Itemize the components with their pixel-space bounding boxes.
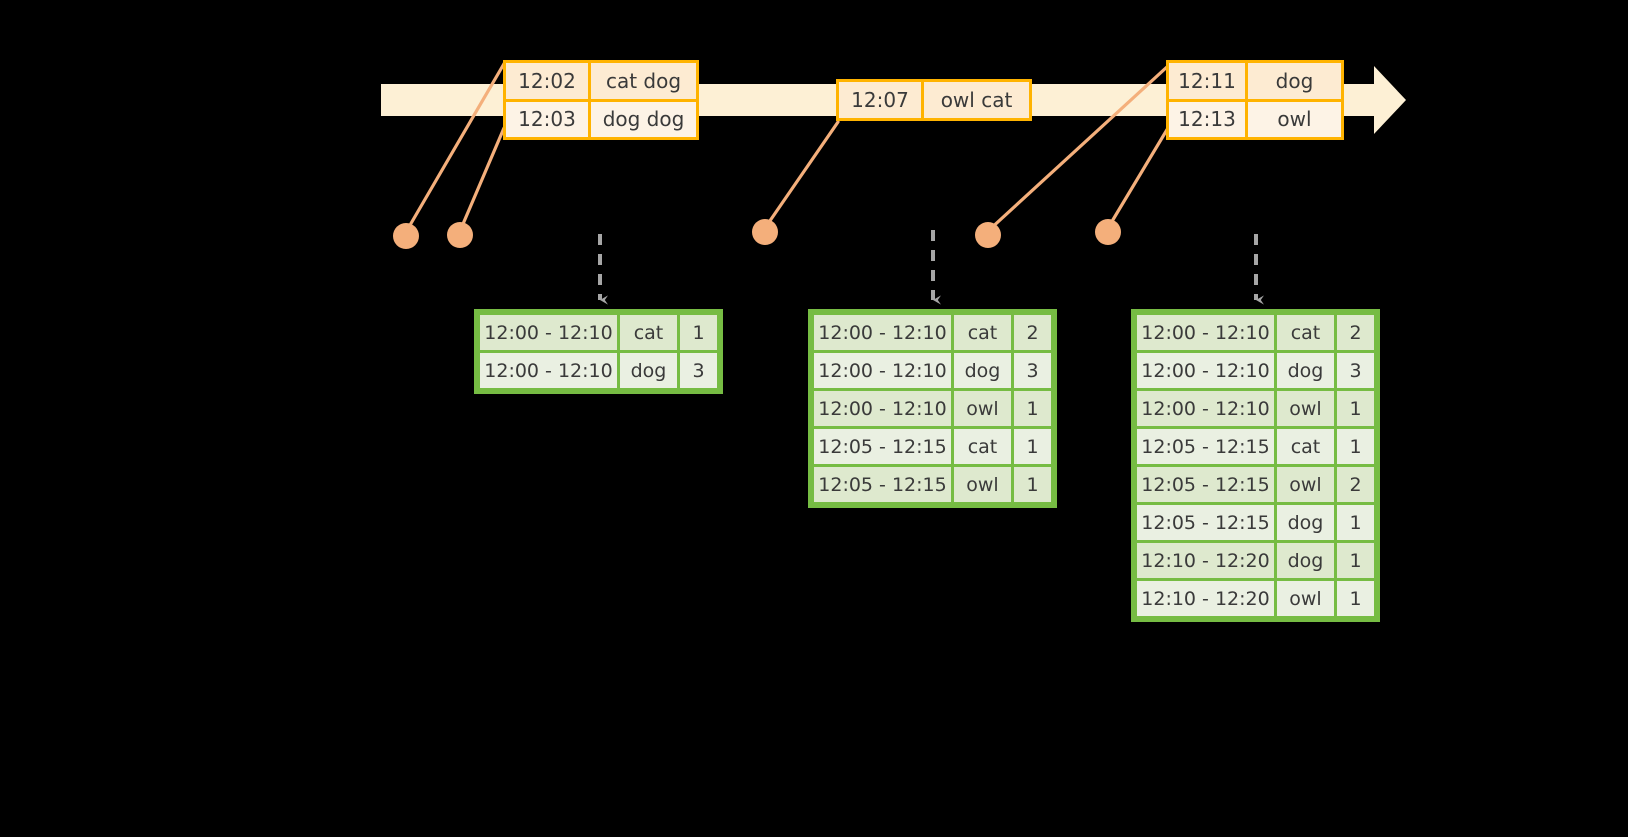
marker-dot-4 [975, 222, 1001, 248]
cell-word: owl [1277, 391, 1334, 426]
emit-arrows [598, 230, 1264, 305]
cell-window: 12:00 - 12:10 [814, 353, 951, 388]
table-row[interactable]: 12:00 - 12:10 dog 3 [814, 353, 1051, 388]
table-row[interactable]: 12:10 - 12:20 owl 1 [1137, 581, 1374, 616]
cell-window: 12:05 - 12:15 [1137, 505, 1274, 540]
cell-word: dog [1277, 543, 1334, 578]
cell-window: 12:00 - 12:10 [814, 315, 951, 350]
marker-dots [393, 219, 1121, 249]
cell-count: 3 [1014, 353, 1051, 388]
result-table-1[interactable]: 12:00 - 12:10 cat 1 12:00 - 12:10 dog 3 [474, 309, 723, 394]
event-row[interactable]: 12:02 cat dog [506, 63, 696, 99]
cell-window: 12:00 - 12:10 [814, 391, 951, 426]
cell-word: cat [1277, 429, 1334, 464]
cell-word: dog [620, 353, 677, 388]
cell-count: 2 [1337, 467, 1374, 502]
cell-word: owl [954, 467, 1011, 502]
event-time: 12:11 [1178, 68, 1236, 93]
cell-count: 1 [1014, 391, 1051, 426]
cell-word: cat [620, 315, 677, 350]
cell-window: 12:00 - 12:10 [1137, 353, 1274, 388]
event-time: 12:03 [518, 107, 576, 132]
cell-count: 2 [1337, 315, 1374, 350]
marker-dot-3 [752, 219, 778, 245]
cell-window: 12:00 - 12:10 [480, 315, 617, 350]
cell-word: cat [954, 429, 1011, 464]
table-row[interactable]: 12:05 - 12:15 owl 1 [814, 467, 1051, 502]
table-row[interactable]: 12:05 - 12:15 owl 2 [1137, 467, 1374, 502]
event-time: 12:07 [851, 88, 909, 112]
cell-window: 12:10 - 12:20 [1137, 543, 1274, 578]
cell-word: owl [1277, 581, 1334, 616]
cell-window: 12:10 - 12:20 [1137, 581, 1274, 616]
table-row[interactable]: 12:05 - 12:15 cat 1 [814, 429, 1051, 464]
cell-count: 1 [1337, 581, 1374, 616]
table-row[interactable]: 12:00 - 12:10 dog 3 [1137, 353, 1374, 388]
event-group-3[interactable]: 12:11 dog 12:13 owl [1166, 60, 1344, 140]
cell-word: owl [1277, 467, 1334, 502]
cell-count: 1 [680, 315, 717, 350]
cell-count: 3 [1337, 353, 1374, 388]
table-row[interactable]: 12:05 - 12:15 dog 1 [1137, 505, 1374, 540]
event-row[interactable]: 12:13 owl [1169, 98, 1341, 137]
cell-count: 1 [1337, 391, 1374, 426]
cell-window: 12:00 - 12:10 [480, 353, 617, 388]
marker-dot-2 [447, 222, 473, 248]
result-table-3[interactable]: 12:00 - 12:10 cat 2 12:00 - 12:10 dog 3 … [1131, 309, 1380, 622]
cell-count: 1 [1337, 429, 1374, 464]
cell-window: 12:05 - 12:15 [1137, 467, 1274, 502]
event-row[interactable]: 12:07 owl cat [839, 82, 1029, 118]
table-row[interactable]: 12:00 - 12:10 cat 1 [480, 315, 717, 350]
table-row[interactable]: 12:00 - 12:10 owl 1 [1137, 391, 1374, 426]
event-words: owl [1245, 101, 1341, 137]
event-time: 12:02 [518, 68, 576, 93]
marker-dot-5 [1095, 219, 1121, 245]
event-group-2[interactable]: 12:07 owl cat [836, 79, 1032, 121]
cell-word: dog [1277, 353, 1334, 388]
cell-window: 12:00 - 12:10 [1137, 315, 1274, 350]
table-row[interactable]: 12:00 - 12:10 cat 2 [814, 315, 1051, 350]
cell-window: 12:00 - 12:10 [1137, 391, 1274, 426]
table-row[interactable]: 12:00 - 12:10 owl 1 [814, 391, 1051, 426]
event-words: cat dog [588, 63, 696, 99]
cell-word: dog [954, 353, 1011, 388]
cell-window: 12:05 - 12:15 [814, 467, 951, 502]
cell-count: 1 [1337, 543, 1374, 578]
cell-count: 1 [1337, 505, 1374, 540]
event-words: dog dog [588, 101, 696, 137]
cell-window: 12:05 - 12:15 [814, 429, 951, 464]
cell-window: 12:05 - 12:15 [1137, 429, 1274, 464]
cell-count: 2 [1014, 315, 1051, 350]
event-time: 12:13 [1178, 107, 1236, 132]
event-row[interactable]: 12:11 dog [1169, 63, 1341, 99]
cell-word: dog [1277, 505, 1334, 540]
cell-word: cat [1277, 315, 1334, 350]
event-row[interactable]: 12:03 dog dog [506, 98, 696, 137]
table-row[interactable]: 12:05 - 12:15 cat 1 [1137, 429, 1374, 464]
cell-count: 1 [1014, 467, 1051, 502]
event-words: dog [1245, 63, 1341, 99]
cell-word: cat [954, 315, 1011, 350]
table-row[interactable]: 12:00 - 12:10 dog 3 [480, 353, 717, 388]
event-group-1[interactable]: 12:02 cat dog 12:03 dog dog [503, 60, 699, 140]
cell-count: 1 [1014, 429, 1051, 464]
event-words: owl cat [921, 82, 1029, 118]
table-row[interactable]: 12:10 - 12:20 dog 1 [1137, 543, 1374, 578]
table-row[interactable]: 12:00 - 12:10 cat 2 [1137, 315, 1374, 350]
cell-count: 3 [680, 353, 717, 388]
marker-dot-1 [393, 223, 419, 249]
cell-word: owl [954, 391, 1011, 426]
result-table-2[interactable]: 12:00 - 12:10 cat 2 12:00 - 12:10 dog 3 … [808, 309, 1057, 508]
